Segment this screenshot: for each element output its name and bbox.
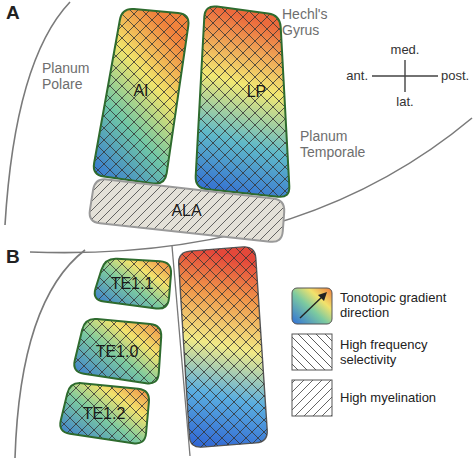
area-ala: ALA: [88, 178, 285, 243]
area-label: TE1.1: [111, 275, 154, 293]
area-fill: [60, 383, 149, 443]
orientation-label: post.: [441, 68, 473, 83]
orientation-label: lat.: [385, 94, 425, 109]
gyrus-line: [172, 246, 190, 456]
area-lp: LP: [195, 5, 290, 198]
area-fill: [196, 6, 290, 196]
area-label: TE1.0: [96, 343, 139, 361]
area-border: [95, 259, 171, 309]
panel-letter: A: [6, 2, 20, 23]
area-label: TE1.2: [83, 405, 126, 423]
area-fill: [74, 319, 161, 383]
area-fill: [90, 179, 285, 242]
hatch-swatch: [292, 334, 332, 370]
legend-text: Tonotopic gradient direction: [340, 290, 468, 320]
area-te: TE1.1: [92, 258, 172, 310]
sulcus-curve: [5, 2, 70, 225]
panel-letter: B: [6, 246, 20, 267]
area-border: [94, 9, 189, 184]
gradient-swatch: [292, 288, 332, 324]
area-border: [90, 179, 285, 242]
area-border: [60, 383, 149, 443]
unlabeled-field: [179, 247, 268, 447]
area-te: TE1.0: [72, 318, 162, 385]
hatch-swatch: [292, 380, 332, 416]
orientation-label: ant.: [330, 68, 368, 83]
unlabeled-field-hatch: [179, 247, 268, 447]
area-label: AI: [133, 82, 148, 100]
area-ai: AI: [92, 8, 190, 185]
structure-label: Planum Temporale: [300, 128, 380, 160]
area-te: TE1.2: [58, 382, 150, 445]
structure-label: Planum Polare: [42, 60, 102, 92]
area-label: ALA: [171, 202, 201, 220]
area-fill: [94, 9, 189, 184]
orientation-label: med.: [385, 42, 425, 57]
area-outline: [195, 5, 290, 198]
legend-text: High myelination: [340, 390, 468, 405]
structure-label: Hechl's Gyrus: [282, 6, 340, 38]
swatch-arrow: [300, 295, 324, 318]
orientation-cross: [372, 60, 438, 92]
area-border: [196, 6, 290, 196]
area-label: LP: [247, 83, 267, 101]
area-border: [74, 319, 161, 383]
swatch-arrowhead: [318, 292, 327, 301]
legend-text: High frequency selectivity: [340, 337, 468, 367]
area-fill: [95, 259, 171, 309]
